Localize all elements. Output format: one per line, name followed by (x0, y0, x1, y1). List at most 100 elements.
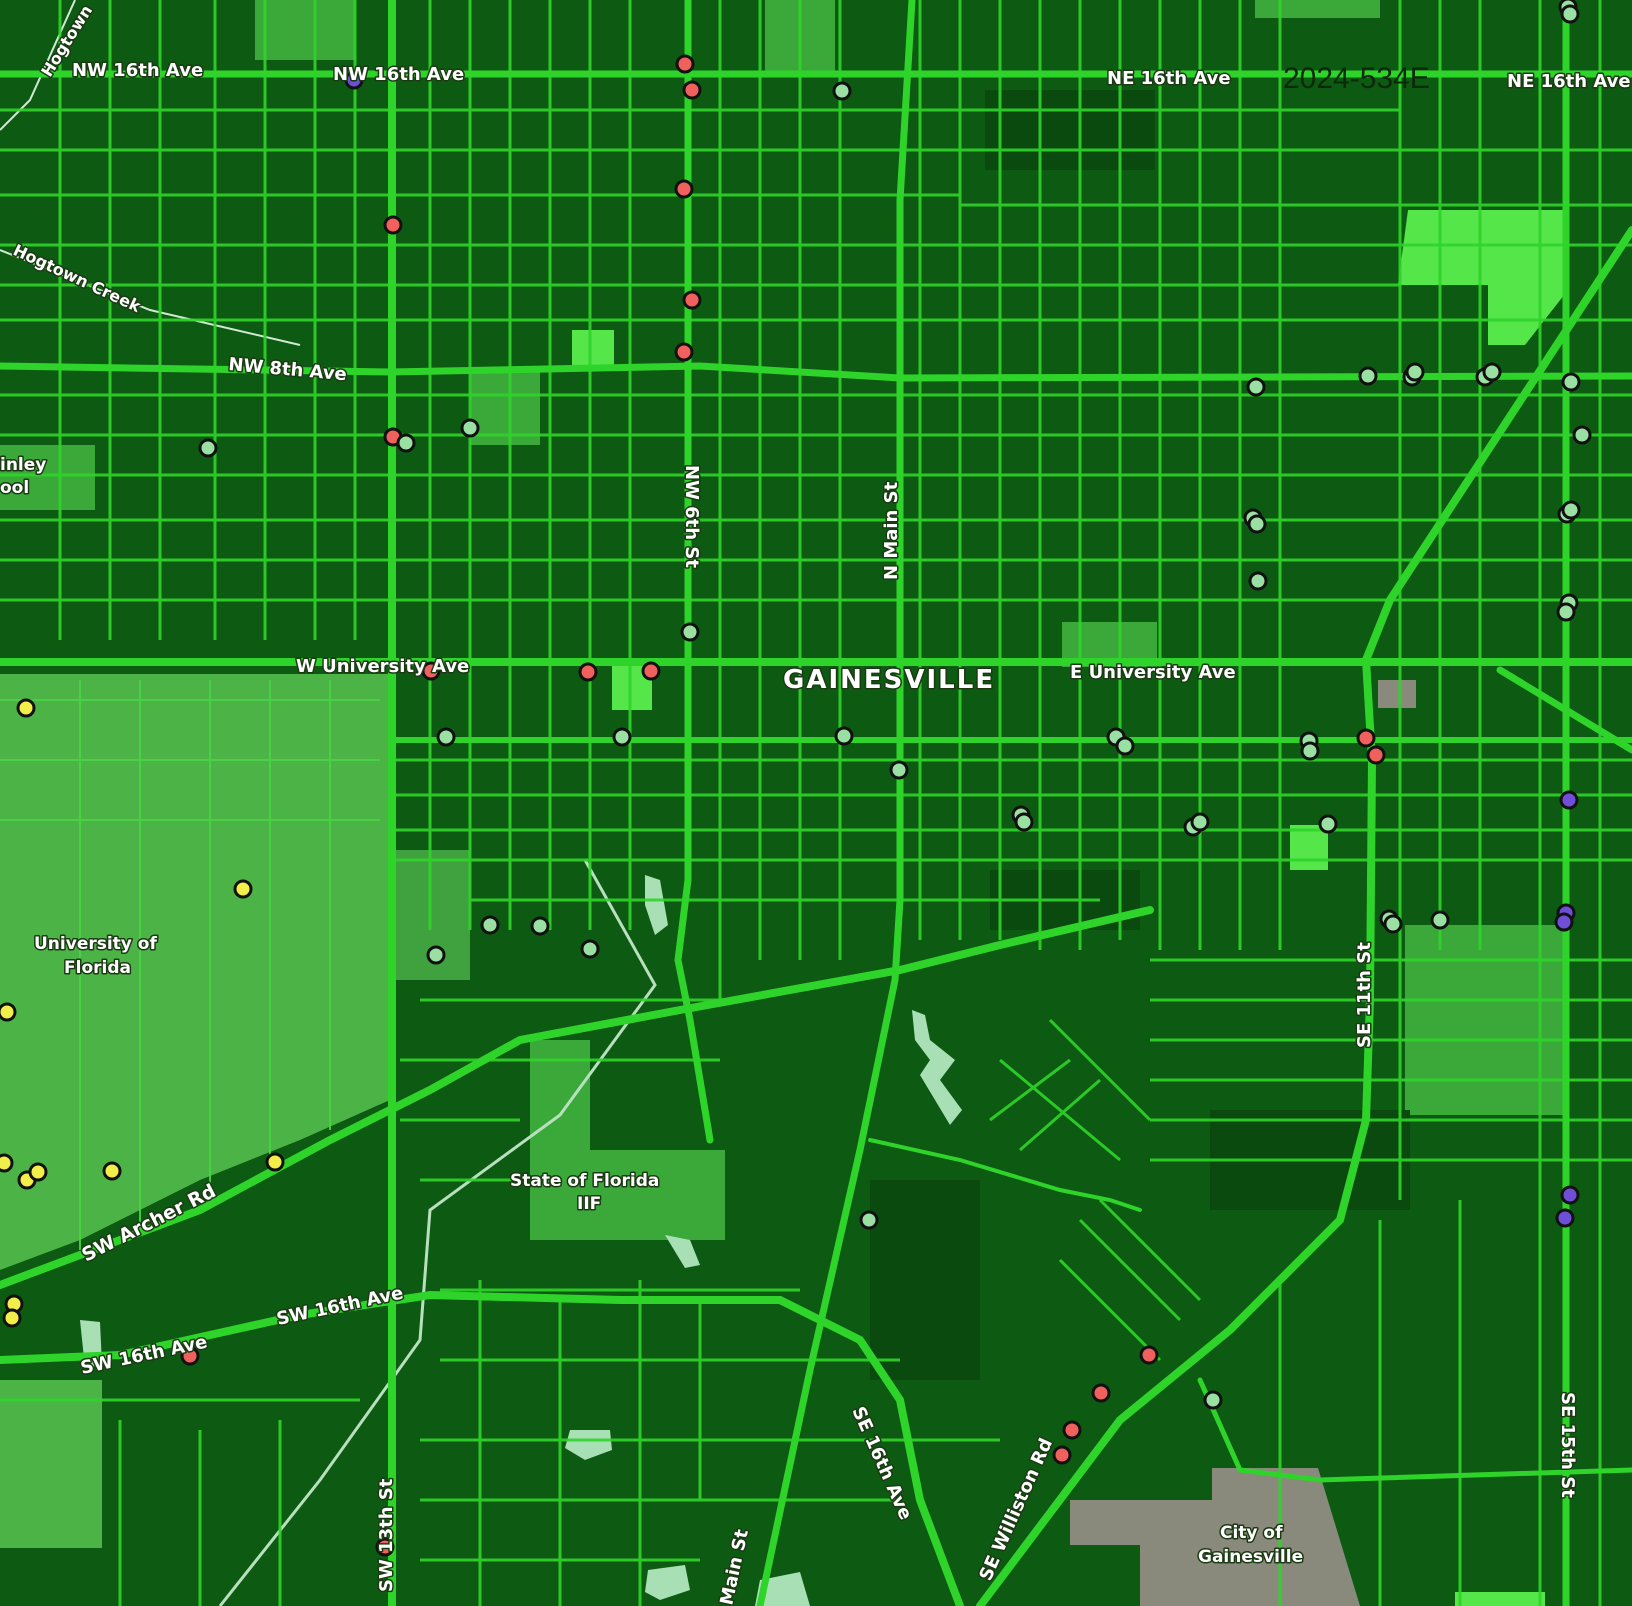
green-site-marker[interactable] (1247, 514, 1267, 534)
green-site-marker[interactable] (1318, 814, 1338, 834)
road-se-11th-st (976, 656, 1377, 1606)
pond-5 (645, 1565, 690, 1600)
yellow-site-marker[interactable] (265, 1152, 285, 1172)
gray-area-city-gainesville (1070, 1468, 1360, 1606)
green-site-marker[interactable] (1430, 910, 1450, 930)
red-site-marker[interactable] (1366, 745, 1386, 765)
place-label-uf-1: University of (34, 934, 157, 954)
se-park-small (1290, 825, 1328, 870)
green-site-marker[interactable] (1115, 736, 1135, 756)
green-site-marker[interactable] (612, 727, 632, 747)
green-site-marker[interactable] (460, 418, 480, 438)
red-site-marker[interactable] (1139, 1345, 1159, 1365)
street-label-n-main-st: N Main St (881, 481, 902, 580)
railroad-line (218, 859, 657, 1606)
red-site-marker[interactable] (375, 1537, 395, 1557)
green-site-marker[interactable] (580, 939, 600, 959)
red-site-marker[interactable] (674, 342, 694, 362)
red-site-marker[interactable] (682, 80, 702, 100)
green-site-marker[interactable] (1014, 812, 1034, 832)
gray-area-east-univ (1378, 680, 1416, 708)
green-site-marker[interactable] (1383, 914, 1403, 934)
dark-block-1 (985, 90, 1155, 170)
red-site-marker[interactable] (383, 215, 403, 235)
green-site-marker[interactable] (1561, 372, 1581, 392)
green-site-marker[interactable] (530, 916, 550, 936)
city-label: GAINESVILLE (783, 665, 995, 695)
green-site-marker[interactable] (1248, 571, 1268, 591)
green-site-marker[interactable] (1560, 4, 1580, 24)
iif-area-north (530, 1040, 590, 1150)
green-site-marker[interactable] (1203, 1390, 1223, 1410)
green-site-marker[interactable] (889, 760, 909, 780)
red-site-marker[interactable] (1356, 728, 1376, 748)
land-use-areas (0, 0, 1568, 1606)
green-site-marker[interactable] (1246, 377, 1266, 397)
green-site-marker[interactable] (1572, 425, 1592, 445)
place-label-school-2: ool (0, 478, 29, 498)
yellow-site-marker[interactable] (233, 879, 253, 899)
green-site-marker[interactable] (834, 726, 854, 746)
road-se-williston (868, 1138, 1142, 1212)
yellow-site-marker[interactable] (102, 1161, 122, 1181)
green-site-marker[interactable] (1190, 812, 1210, 832)
green-site-marker[interactable] (1300, 741, 1320, 761)
green-site-marker[interactable] (198, 438, 218, 458)
place-label-city-of-2: Gainesville (1198, 1547, 1303, 1567)
place-label-uf-2: Florida (64, 958, 131, 978)
green-site-marker[interactable] (396, 433, 416, 453)
pond-3 (665, 1235, 700, 1268)
green-site-marker[interactable] (680, 622, 700, 642)
purple-site-marker[interactable] (1554, 912, 1574, 932)
road-nw-8th-ave (0, 362, 1632, 382)
street-label-se-11th-st: SE 11th St (1354, 942, 1375, 1048)
green-site-marker[interactable] (1405, 362, 1425, 382)
dark-block-3 (870, 1180, 980, 1380)
red-site-marker[interactable] (1062, 1420, 1082, 1440)
site-markers (0, 0, 1592, 1557)
green-site-marker[interactable] (1561, 500, 1581, 520)
yellow-site-marker[interactable] (28, 1162, 48, 1182)
road-sw-16th-ave (0, 1290, 964, 1606)
purple-site-marker[interactable] (1555, 1208, 1575, 1228)
street-label-nw-16th-ave-west: NW 16th Ave (72, 60, 203, 81)
park-ne-top (1255, 0, 1380, 18)
se-park-area (1405, 925, 1565, 1115)
red-site-marker[interactable] (180, 1346, 200, 1366)
green-site-marker[interactable] (1482, 362, 1502, 382)
green-site-marker[interactable] (859, 1210, 879, 1230)
green-site-marker[interactable] (436, 727, 456, 747)
purple-site-marker[interactable] (344, 70, 364, 90)
green-site-marker[interactable] (1556, 602, 1576, 622)
red-site-marker[interactable] (1091, 1383, 1111, 1403)
yellow-site-marker[interactable] (2, 1308, 22, 1328)
red-site-marker[interactable] (641, 661, 661, 681)
west-park-area (0, 1380, 102, 1548)
road-se-east (1197, 1377, 1632, 1483)
yellow-site-marker[interactable] (0, 1002, 17, 1022)
red-site-marker[interactable] (675, 54, 695, 74)
yellow-site-marker[interactable] (0, 1153, 14, 1173)
place-label-city-of-1: City of (1220, 1523, 1283, 1543)
red-site-marker[interactable] (1052, 1445, 1072, 1465)
green-site-marker[interactable] (1358, 366, 1378, 386)
campus-east-area (395, 850, 470, 980)
green-site-marker[interactable] (832, 81, 852, 101)
purple-site-marker[interactable] (1559, 790, 1579, 810)
red-site-marker[interactable] (421, 661, 441, 681)
yellow-site-marker[interactable] (16, 698, 36, 718)
red-site-marker[interactable] (578, 662, 598, 682)
state-iif-area (530, 1150, 725, 1240)
red-site-marker[interactable] (682, 290, 702, 310)
purple-site-marker[interactable] (1560, 1185, 1580, 1205)
green-site-marker[interactable] (426, 945, 446, 965)
street-label-nw-6th-st: NW 6th St (681, 465, 702, 568)
road-n-main-st (756, 0, 916, 1606)
green-site-marker[interactable] (480, 915, 500, 935)
road-nw-6th-st (674, 0, 714, 1144)
red-site-marker[interactable] (674, 179, 694, 199)
place-label-iif-1: State of Florida (510, 1171, 659, 1191)
street-label-w-university-ave: W University Ave (296, 656, 469, 677)
